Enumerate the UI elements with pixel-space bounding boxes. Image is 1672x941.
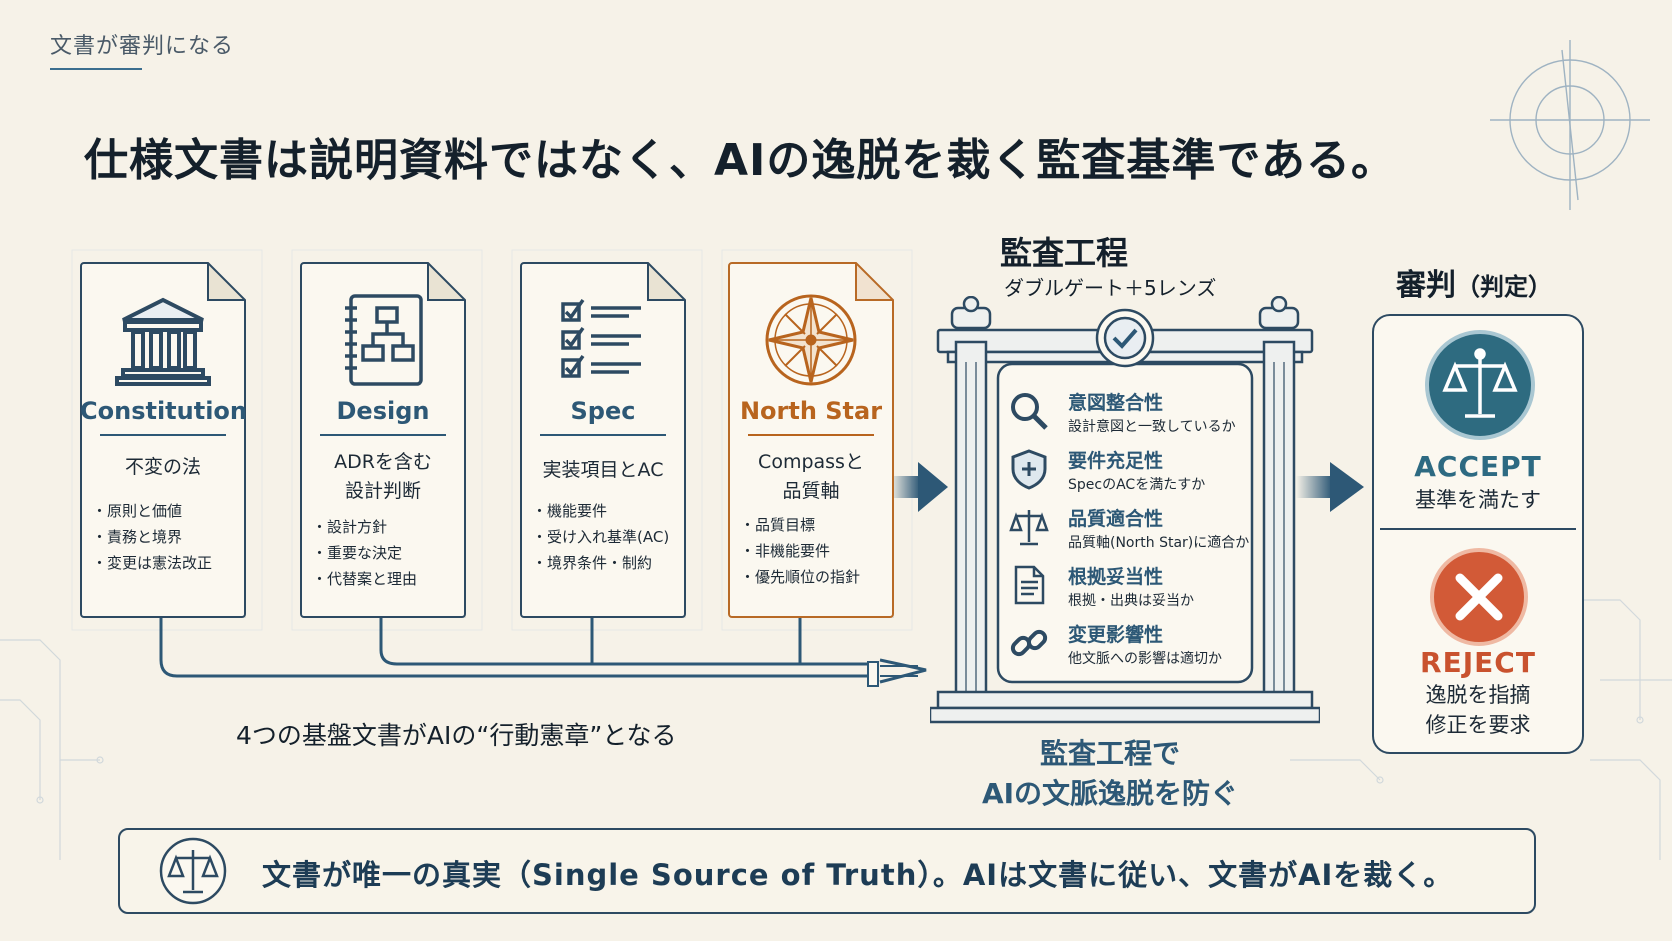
document-items: 機能要件 受け入れ基準(AC) 境界条件・制約 bbox=[532, 498, 669, 576]
arrow-to-judgment bbox=[1296, 462, 1364, 512]
audit-title: 監査工程 bbox=[1000, 234, 1129, 272]
document-name-rule bbox=[540, 434, 666, 436]
judgment-title-text: 審判 bbox=[1396, 268, 1456, 303]
document-name: Constitution bbox=[80, 397, 248, 425]
reject-description-line-1: 逸脱を指摘 bbox=[1425, 683, 1531, 707]
documents-caption: 4つの基盤文書がAIの“行動憲章”となる bbox=[236, 721, 677, 750]
reject-badge bbox=[1430, 548, 1528, 646]
page-fold-icon bbox=[647, 262, 686, 301]
document-items: 原則と価値 責務と境界 変更は憲法改正 bbox=[92, 498, 212, 576]
accept-description: 基準を満たす bbox=[1415, 488, 1541, 512]
judgment-divider bbox=[1380, 528, 1576, 530]
lens-description: 設計意図と一致しているか bbox=[1068, 419, 1236, 435]
document-icon bbox=[1014, 565, 1045, 605]
audit-caption-line-1: 監査工程で bbox=[1039, 737, 1180, 770]
list-item: 代替案と理由 bbox=[312, 566, 417, 592]
page-fold-icon bbox=[427, 262, 466, 301]
judgment-title: 審判（判定） bbox=[1396, 260, 1552, 304]
judgment-title-note: （判定） bbox=[1456, 273, 1552, 301]
lens-name: 意図整合性 bbox=[1068, 392, 1164, 414]
checklist-icon bbox=[561, 298, 641, 378]
list-item: 非機能要件 bbox=[740, 538, 860, 564]
document-card-spec: Spec 実装項目とAC 機能要件 受け入れ基準(AC) 境界条件・制約 bbox=[520, 262, 686, 618]
list-item: 設計方針 bbox=[312, 514, 417, 540]
compass-icon bbox=[765, 294, 857, 386]
document-name-rule bbox=[748, 434, 874, 436]
list-item: 品質目標 bbox=[740, 512, 860, 538]
close-icon bbox=[1455, 573, 1503, 621]
reject-description-line-2: 修正を要求 bbox=[1425, 713, 1531, 737]
lens-description: 品質軸(North Star)に適合か bbox=[1068, 535, 1250, 551]
document-subtitle: ADRを含む 設計判断 bbox=[334, 451, 432, 502]
document-subtitle: Compassと 品質軸 bbox=[758, 451, 864, 502]
document-name: Design bbox=[336, 397, 430, 425]
list-item: 優先順位の指針 bbox=[740, 564, 860, 590]
audit-caption-line-2: AIの文脈逸脱を防ぐ bbox=[981, 777, 1239, 810]
document-card-constitution: Constitution 不変の法 原則と価値 責務と境界 変更は憲法改正 bbox=[80, 262, 248, 618]
courthouse-icon bbox=[115, 297, 211, 386]
accept-badge bbox=[1425, 330, 1535, 440]
lens-name: 根拠妥当性 bbox=[1068, 566, 1164, 588]
lens-name: 要件充足性 bbox=[1068, 450, 1164, 472]
audit-caption: 監査工程で AIの文脈逸脱を防ぐ bbox=[960, 734, 1260, 814]
section-label: 文書が審判になる bbox=[50, 34, 235, 59]
lens-description: 他文脈への影響は適切か bbox=[1068, 651, 1222, 667]
lens-description: 根拠・出典は妥当か bbox=[1068, 593, 1194, 609]
scales-icon bbox=[159, 837, 227, 905]
audit-subtitle: ダブルゲート＋5レンズ bbox=[1004, 276, 1217, 300]
arrow-to-audit bbox=[890, 462, 948, 512]
document-name-rule bbox=[100, 434, 226, 436]
link-icon bbox=[1010, 629, 1048, 657]
document-card-design: Design ADRを含む 設計判断 設計方針 重要な決定 代替案と理由 bbox=[300, 262, 466, 618]
list-item: 重要な決定 bbox=[312, 540, 417, 566]
document-items: 品質目標 非機能要件 優先順位の指針 bbox=[740, 512, 860, 590]
document-subtitle: 実装項目とAC bbox=[542, 459, 664, 481]
lens-name: 品質適合性 bbox=[1068, 508, 1164, 530]
list-item: 機能要件 bbox=[532, 498, 669, 524]
page-fold-icon bbox=[207, 262, 246, 301]
reject-label: REJECT bbox=[1420, 646, 1536, 679]
truth-banner bbox=[118, 828, 1536, 914]
list-item: 変更は憲法改正 bbox=[92, 550, 212, 576]
document-name-rule bbox=[320, 434, 446, 436]
reject-description: 逸脱を指摘 修正を要求 bbox=[1372, 680, 1584, 740]
list-item: 受け入れ基準(AC) bbox=[532, 524, 669, 550]
magnifier-icon bbox=[1011, 393, 1048, 430]
document-items: 設計方針 重要な決定 代替案と理由 bbox=[312, 514, 417, 592]
page-fold-icon bbox=[855, 262, 894, 301]
list-item: 責務と境界 bbox=[92, 524, 212, 550]
shield-icon bbox=[1011, 449, 1047, 490]
section-label-underline bbox=[50, 68, 142, 70]
lens-description: SpecのACを満たすか bbox=[1068, 477, 1206, 493]
list-item: 原則と価値 bbox=[92, 498, 212, 524]
notebook-diagram-icon bbox=[345, 294, 423, 386]
scales-icon bbox=[1009, 510, 1049, 546]
document-card-north-star: North Star Compassと 品質軸 品質目標 非機能要件 優先順位の… bbox=[728, 262, 894, 618]
page-headline: 仕様文書は説明資料ではなく、AIの逸脱を裁く監査基準である。 bbox=[84, 135, 1396, 186]
accept-label: ACCEPT bbox=[1414, 450, 1542, 483]
blueprint-compass-decoration bbox=[1490, 40, 1650, 210]
audit-gate-frame bbox=[930, 296, 1320, 724]
document-subtitle: 不変の法 bbox=[124, 456, 201, 478]
document-name: Spec bbox=[570, 397, 636, 425]
list-item: 境界条件・制約 bbox=[532, 550, 669, 576]
lens-name: 変更影響性 bbox=[1068, 624, 1164, 646]
document-name: North Star bbox=[739, 397, 883, 425]
banner-text: 文書が唯一の真実（Single Source of Truth）。AIは文書に従… bbox=[262, 858, 1454, 892]
scales-icon bbox=[1442, 348, 1518, 418]
